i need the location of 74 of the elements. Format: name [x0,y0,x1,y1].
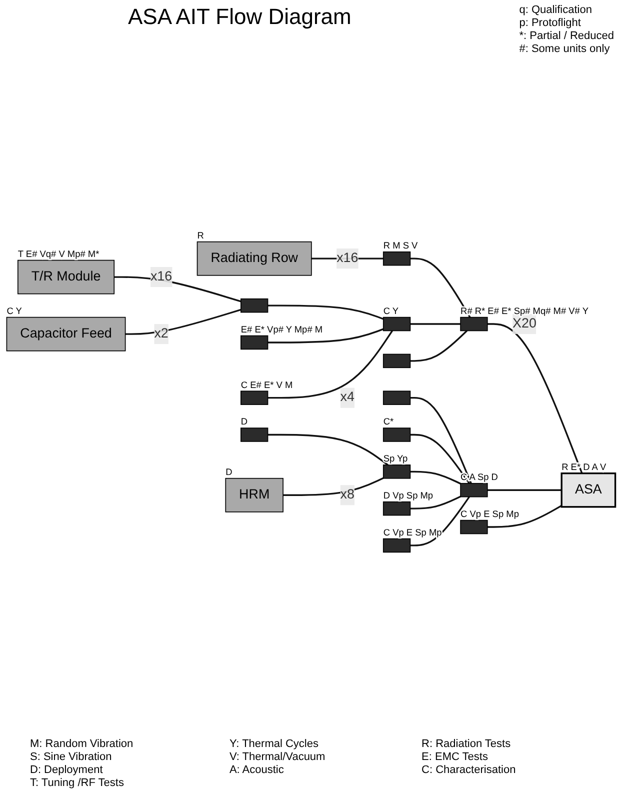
node-box [240,390,268,405]
key-note: V: Thermal/Vacuum [229,751,326,763]
connector [410,470,461,484]
key-note: E: EMC Tests [422,751,489,763]
test-codes: C Y [383,306,399,316]
test-codes: D [240,416,248,427]
edge-label: x16 [150,270,172,284]
connector [487,504,562,528]
node-box [460,520,488,534]
node-box [382,501,411,516]
test-codes: R [197,230,204,240]
node-box [382,354,411,368]
key-note: S: Sine Vibration [30,751,113,763]
edge-label: x2 [154,326,168,341]
node-box [460,482,488,498]
test-codes: E# E* Vp# Y Mp# M [240,324,323,334]
connector [125,308,242,335]
diagram-title: ASA AIT Flow Diagram [128,4,352,30]
node-box [382,428,411,442]
key-note: C: Characterisation [422,764,517,776]
connector [487,323,583,474]
connector [283,477,384,496]
test-codes: D Vp Sp Mp [383,490,434,500]
node-box [240,428,268,442]
node-box [382,390,411,405]
edge-label: x8 [340,488,354,502]
edge-label: x16 [336,251,358,266]
test-codes: D [226,467,232,477]
node-box [382,316,411,332]
test-codes: C Vp E Sp Mp [460,508,519,519]
node-box [382,251,411,266]
node-box [382,464,411,479]
connector [114,276,242,302]
key-note: T: Tuning /RF Tests [30,777,125,789]
key-note: *: Partial / Reduced [519,30,614,43]
connector [410,496,470,546]
test-codes: Sp Yp [383,454,408,464]
test-codes: C E# E* V M [240,380,293,390]
connector [311,258,384,260]
connector [268,330,393,399]
connector [410,323,461,325]
key-note: D: Deployment [30,764,104,776]
node-box: Radiating Row [196,241,312,276]
test-codes: C* [383,416,394,427]
node-box: Capacitor Feed [6,316,126,352]
test-codes: R M S V [383,240,418,251]
node-box: ASA [560,472,616,508]
key-note: M: Random Vibration [30,738,134,750]
test-codes: C Vp E Sp Mp [383,527,442,538]
connector [410,258,471,318]
key-note: A: Acoustic [229,764,285,776]
connector [410,434,470,484]
node-box: HRM [225,478,284,512]
node-box [460,316,488,332]
node-box [240,335,268,350]
test-codes: T E# Vq# V Mp# M* [18,248,100,259]
connector [487,489,562,491]
connector [410,496,461,510]
key-note: Y: Thermal Cycles [229,738,320,750]
node-box: T/R Module [17,260,115,294]
connector [410,330,468,362]
key-note: p: Protoflight [519,17,582,30]
connector [268,328,384,344]
connector [268,434,388,466]
key-note: #: Some units only [519,43,611,56]
connector [410,397,472,484]
key-note: R: Radiation Tests [422,738,512,750]
test-codes: C Y [6,306,22,316]
key-note: q: Qualification [519,4,593,17]
node-box [240,298,268,313]
edge-label: x4 [340,390,354,405]
node-box [382,538,411,553]
edge-label: X20 [512,316,536,331]
connector [268,304,384,320]
